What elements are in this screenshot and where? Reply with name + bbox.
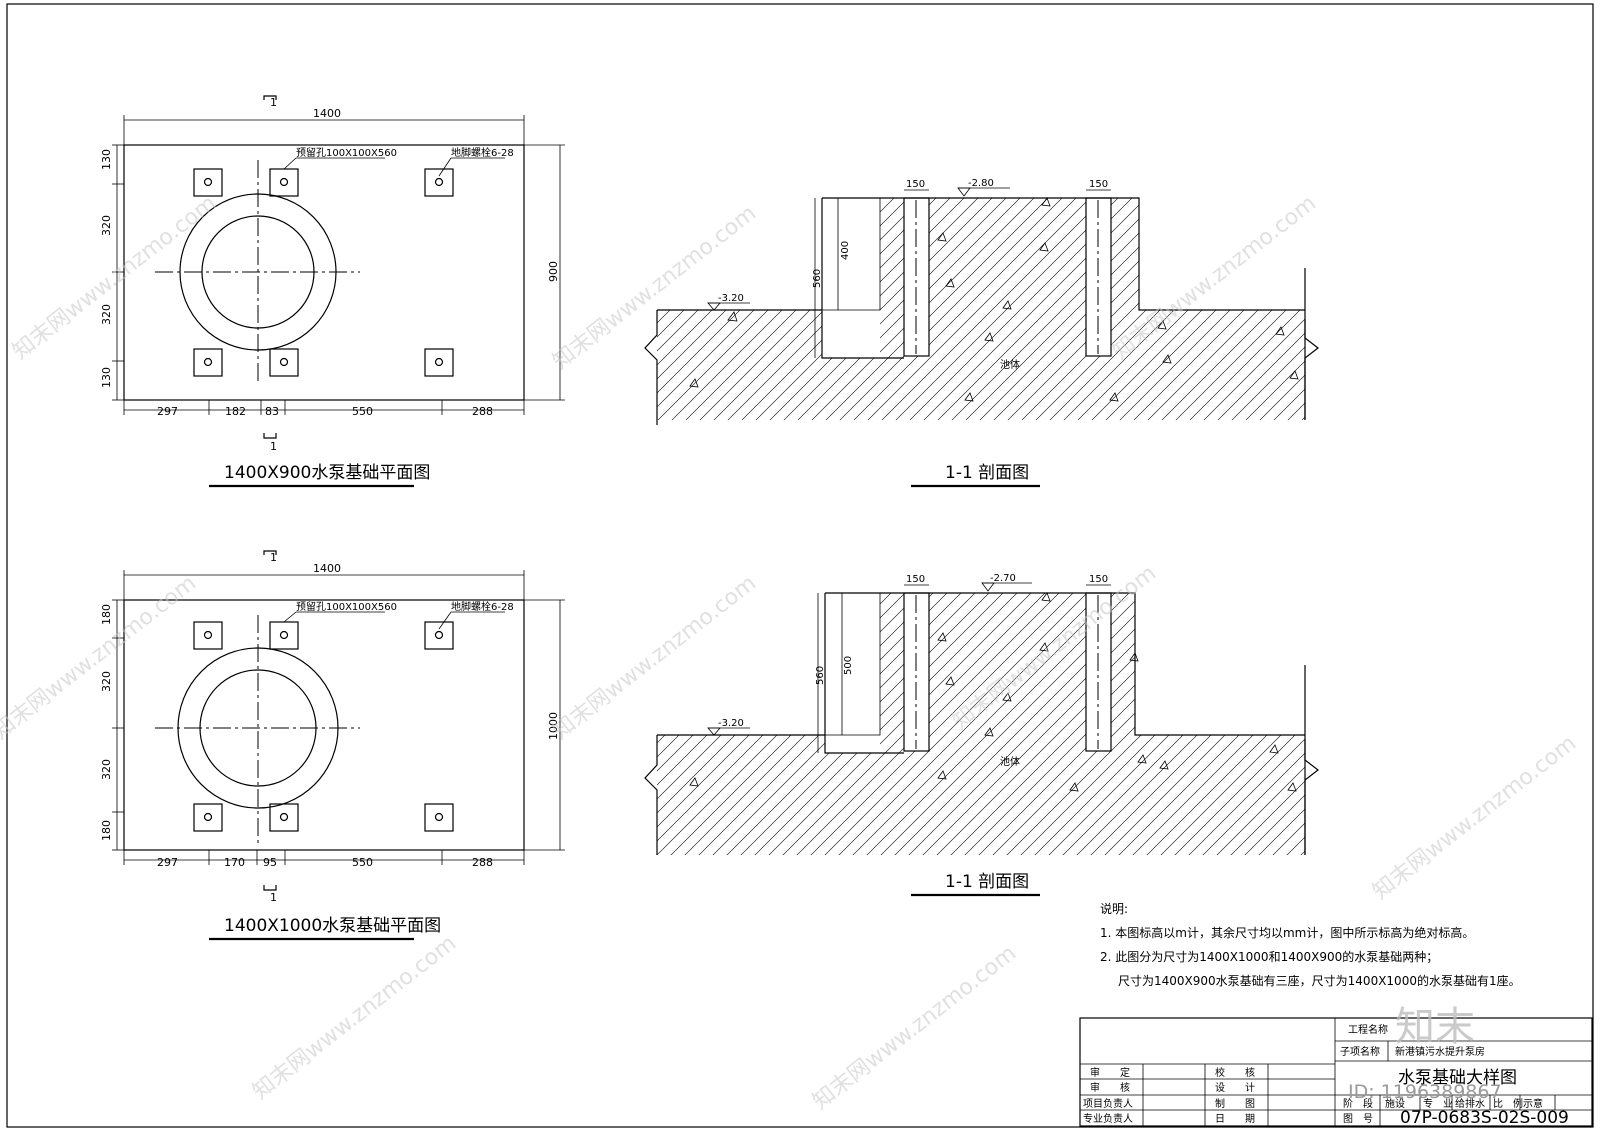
foundation-outline	[123, 599, 525, 851]
notes-heading: 说明:	[1100, 901, 1128, 916]
plan-top-title: 1400X900水泵基础平面图	[224, 463, 430, 483]
overall-height: 900	[547, 261, 560, 282]
notes: 说明: 1. 本图标高以m计，其余尺寸均以mm计，图中所示标高为绝对标高。 2.…	[1100, 901, 1521, 988]
svg-text:320: 320	[100, 304, 113, 325]
note-line-1: 1. 本图标高以m计，其余尺寸均以mm计，图中所示标高为绝对标高。	[1100, 925, 1474, 940]
svg-text:地脚螺栓6-28: 地脚螺栓6-28	[451, 600, 514, 613]
svg-text:297: 297	[157, 405, 178, 418]
section-top: 池体 150 150 -2.80 -3.20 560 400 1-1 剖面图	[644, 178, 1319, 488]
svg-text:制 图: 制 图	[1215, 1097, 1255, 1110]
svg-text:设 计: 设 计	[1215, 1081, 1255, 1094]
svg-text:-3.20: -3.20	[718, 293, 744, 304]
svg-text:审 定: 审 定	[1090, 1066, 1130, 1079]
svg-text:1400: 1400	[313, 562, 341, 575]
section-bottom: 池体 150 150 -2.70 -3.20 560 500 1-1 剖面图	[644, 573, 1319, 897]
svg-text:288: 288	[472, 856, 493, 869]
section-mark-bottom: 1	[270, 551, 277, 564]
svg-text:170: 170	[224, 856, 245, 869]
svg-text:预留孔100X100X560: 预留孔100X100X560	[296, 600, 397, 613]
svg-text:校 核: 校 核	[1215, 1066, 1255, 1079]
svg-text:1: 1	[270, 891, 277, 904]
svg-text:池体: 池体	[1000, 755, 1020, 768]
note-line-2: 2. 此图分为尺寸为1400X1000和1400X900的水泵基础两种；	[1100, 949, 1438, 964]
id-watermark: ID: 1196389867	[1348, 1081, 1502, 1103]
svg-text:182: 182	[225, 405, 246, 418]
plan-top: 1 1400 预留孔100X100X560 地脚螺栓6-28 130 320 3…	[100, 95, 565, 488]
svg-text:工程名称: 工程名称	[1348, 1023, 1388, 1036]
svg-text:知末网www.znzmo.com: 知末网www.znzmo.com	[248, 931, 461, 1105]
svg-text:150: 150	[906, 179, 925, 190]
svg-text:阶 段: 阶 段	[1343, 1097, 1373, 1110]
svg-text:150: 150	[1089, 179, 1108, 190]
brand-watermark: 知末	[1395, 1004, 1475, 1050]
svg-text:288: 288	[472, 405, 493, 418]
sub-item-value: 新港镇污水提升泵房	[1395, 1045, 1485, 1058]
plan-bottom-title: 1400X1000水泵基础平面图	[224, 916, 441, 936]
svg-text:日 期: 日 期	[1215, 1113, 1255, 1125]
svg-text:150: 150	[906, 574, 925, 585]
svg-text:130: 130	[100, 367, 113, 388]
svg-text:1: 1	[270, 440, 277, 453]
svg-text:知末网www.znzmo.com: 知末网www.znzmo.com	[0, 571, 201, 745]
section-mark-top: 1	[270, 96, 277, 109]
svg-text:560: 560	[812, 269, 823, 288]
svg-text:83: 83	[265, 405, 279, 418]
svg-text:150: 150	[1089, 574, 1108, 585]
svg-text:-2.70: -2.70	[990, 573, 1016, 584]
bolt-label: 地脚螺栓6-28	[451, 146, 514, 159]
svg-text:130: 130	[100, 149, 113, 170]
svg-text:专业负责人: 专业负责人	[1083, 1112, 1133, 1125]
sheet-border	[6, 3, 1594, 1128]
svg-text:560: 560	[815, 666, 826, 685]
svg-text:95: 95	[263, 856, 277, 869]
pool-label: 池体	[1000, 358, 1020, 371]
svg-text:知末网www.znzmo.com: 知末网www.znzmo.com	[1368, 731, 1581, 905]
svg-text:子项名称: 子项名称	[1340, 1045, 1380, 1058]
section-top-title: 1-1 剖面图	[945, 463, 1029, 483]
svg-text:180: 180	[100, 604, 113, 625]
svg-text:审 核: 审 核	[1090, 1081, 1130, 1094]
title-block: 工程名称 子项名称 新港镇污水提升泵房 水泵基础大样图 审 定 审 核 项目负责…	[1079, 1017, 1593, 1128]
svg-text:500: 500	[843, 656, 854, 675]
svg-text:图 号: 图 号	[1343, 1113, 1373, 1125]
svg-text:专 业: 专 业	[1423, 1097, 1453, 1110]
svg-text:项目负责人: 项目负责人	[1083, 1097, 1133, 1110]
overall-width: 1400	[313, 107, 341, 120]
svg-text:297: 297	[157, 856, 178, 869]
svg-text:示意: 示意	[1523, 1097, 1543, 1110]
svg-text:-2.80: -2.80	[968, 178, 994, 189]
foundation-outline	[123, 144, 525, 401]
drawing-title: 水泵基础大样图	[1398, 1068, 1517, 1088]
svg-text:320: 320	[100, 671, 113, 692]
svg-text:320: 320	[100, 215, 113, 236]
svg-text:知末网www.znzmo.com: 知末网www.znzmo.com	[808, 941, 1021, 1115]
svg-text:180: 180	[100, 820, 113, 841]
svg-text:给排水: 给排水	[1455, 1097, 1485, 1110]
svg-text:320: 320	[100, 759, 113, 780]
drawing-number: 07P-0683S-02S-009	[1400, 1108, 1569, 1128]
svg-text:比 例: 比 例	[1493, 1097, 1523, 1110]
section-bottom-title: 1-1 剖面图	[945, 872, 1029, 892]
embed-label: 预留孔100X100X560	[296, 146, 397, 159]
svg-text:550: 550	[352, 405, 373, 418]
plan-bottom: 1 1400 预留孔100X100X560 地脚螺栓6-28 180 320 3…	[100, 550, 565, 941]
svg-text:-3.20: -3.20	[718, 718, 744, 729]
note-line-3: 尺寸为1400X900水泵基础有三座，尺寸为1400X1000的水泵基础有1座。	[1118, 973, 1521, 988]
svg-text:550: 550	[352, 856, 373, 869]
svg-text:施设: 施设	[1385, 1097, 1405, 1110]
svg-text:知末网www.znzmo.com: 知末网www.znzmo.com	[8, 191, 221, 365]
svg-text:1000: 1000	[547, 712, 560, 740]
svg-text:400: 400	[840, 241, 851, 260]
